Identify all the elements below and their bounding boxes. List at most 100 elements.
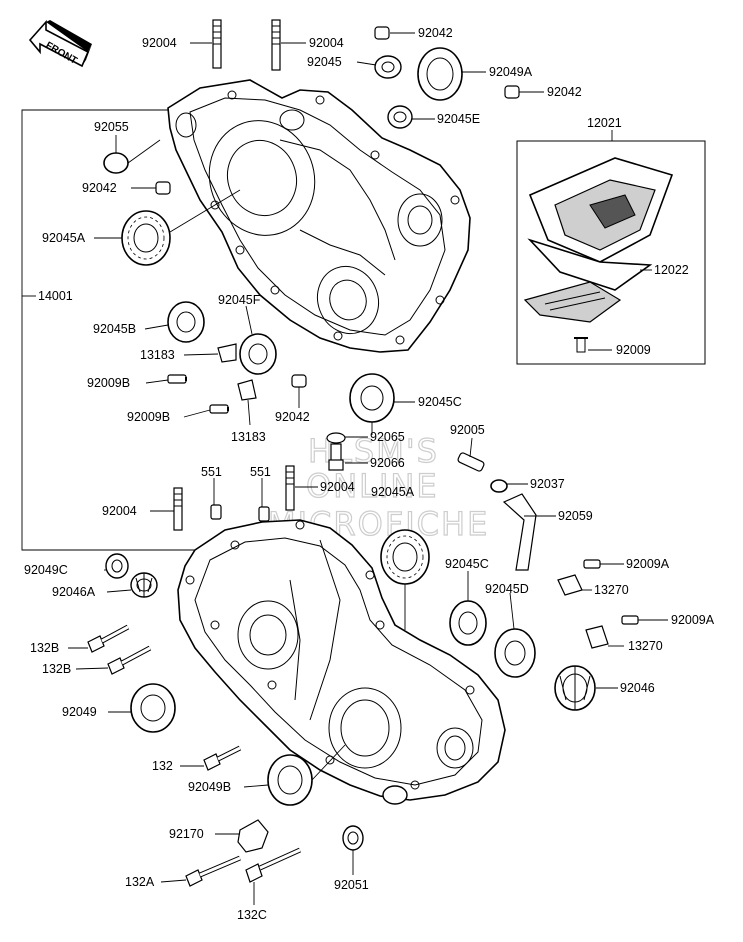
callout-13183: 13183 [231, 430, 266, 444]
reed-valve-assembly [523, 157, 674, 353]
callout-92045f: 92045F [218, 293, 261, 307]
callout-551: 551 [201, 465, 222, 479]
bearing-icon [494, 628, 536, 678]
stud-icon [271, 19, 281, 71]
callout-92042: 92042 [418, 26, 453, 40]
callout-92045a: 92045A [371, 485, 415, 499]
callout-92045d: 92045D [485, 582, 529, 596]
callout-92046: 92046 [620, 681, 655, 695]
callout-92045a: 92045A [42, 231, 86, 245]
callout-132: 132 [152, 759, 173, 773]
breather-hose-icon [502, 493, 537, 571]
dowel-pin-icon [258, 506, 270, 522]
screw-icon [621, 615, 639, 625]
callout-132b: 132B [42, 662, 71, 676]
lower-crankcase [177, 519, 506, 801]
upper-crankcase [167, 79, 471, 353]
clamp-icon [237, 819, 269, 853]
oil-seal-icon [417, 47, 463, 101]
callout-92009a: 92009A [671, 613, 715, 627]
bearing-holder-icon [217, 343, 237, 363]
dowel-pin-icon [374, 26, 390, 40]
reed-valve-box [516, 140, 706, 365]
callout-92045: 92045 [307, 55, 342, 69]
assembly-bracket-14001 [21, 109, 195, 551]
part-callouts: 92004 92004 92042 92045 92049A 92042 120… [24, 26, 715, 922]
callout-92045e: 92045E [437, 112, 480, 126]
drain-plug-icon [326, 432, 346, 471]
callout-92170: 92170 [169, 827, 204, 841]
bearing-icon [449, 600, 487, 646]
bearing-icon [387, 105, 413, 129]
callout-92037: 92037 [530, 477, 565, 491]
dowel-pin-icon [155, 181, 171, 195]
bearing-holder-icon [557, 574, 583, 596]
bolt-icon [185, 855, 241, 887]
hose-fitting-icon [457, 452, 485, 472]
callout-92042: 92042 [547, 85, 582, 99]
callout-92045c: 92045C [445, 557, 489, 571]
stud-icon [212, 19, 222, 69]
callout-92046a: 92046A [52, 585, 96, 599]
callout-92004: 92004 [102, 504, 137, 518]
callout-92066: 92066 [370, 456, 405, 470]
callout-92009: 92009 [616, 343, 651, 357]
screw-icon [167, 374, 187, 384]
dowel-pin-icon [504, 85, 520, 99]
oil-seal-icon [342, 825, 364, 851]
front-arrow-icon: FRONT [28, 19, 92, 68]
callout-92045c: 92045C [418, 395, 462, 409]
callout-92049: 92049 [62, 705, 97, 719]
bearing-holder-icon [237, 379, 257, 401]
dowel-pin-icon [291, 374, 307, 388]
oil-seal-icon [382, 785, 408, 805]
callout-92004: 92004 [142, 36, 177, 50]
watermark-line2: ONLINE [306, 467, 439, 505]
callout-92059: 92059 [558, 509, 593, 523]
needle-bearing-icon [130, 572, 158, 598]
stud-icon [285, 465, 295, 511]
oil-seal-icon [105, 553, 129, 579]
callout-92009b: 92009B [127, 410, 170, 424]
callout-92005: 92005 [450, 423, 485, 437]
callout-92055: 92055 [94, 120, 129, 134]
callout-92049b: 92049B [188, 780, 231, 794]
callout-551: 551 [250, 465, 271, 479]
reed-screw-icon [576, 337, 586, 353]
needle-bearing-icon [554, 665, 596, 711]
callout-12022: 12022 [654, 263, 689, 277]
oil-seal-icon [130, 683, 176, 733]
callout-92065: 92065 [370, 430, 405, 444]
leader-lines [22, 32, 668, 905]
callout-14001: 14001 [38, 289, 73, 303]
bolt-icon [107, 645, 152, 675]
callout-13183: 13183 [140, 348, 175, 362]
callout-13270: 13270 [594, 583, 629, 597]
dowel-pin-icon [210, 504, 222, 520]
bolt-icon [245, 847, 302, 883]
bearing-icon [239, 333, 277, 375]
callout-92004: 92004 [320, 480, 355, 494]
callout-92051: 92051 [334, 878, 369, 892]
callout-132a: 132A [125, 875, 155, 889]
o-ring-icon [103, 152, 129, 174]
callout-92042: 92042 [82, 181, 117, 195]
bearing-icon [374, 55, 402, 79]
callout-132b: 132B [30, 641, 59, 655]
callout-92049a: 92049A [489, 65, 533, 79]
callout-13270: 13270 [628, 639, 663, 653]
bearing-holder-icon [585, 625, 609, 649]
callout-92009b: 92009B [87, 376, 130, 390]
callout-92042: 92042 [275, 410, 310, 424]
bearing-icon [167, 301, 205, 343]
callout-132c: 132C [237, 908, 267, 922]
screw-icon [209, 404, 229, 414]
bearing-icon [121, 210, 171, 266]
callout-12021: 12021 [587, 116, 622, 130]
callout-92045b: 92045B [93, 322, 136, 336]
callout-92009a: 92009A [626, 557, 670, 571]
bolt-icon [203, 745, 242, 771]
screw-icon [583, 559, 601, 569]
bolt-icon [87, 624, 130, 653]
